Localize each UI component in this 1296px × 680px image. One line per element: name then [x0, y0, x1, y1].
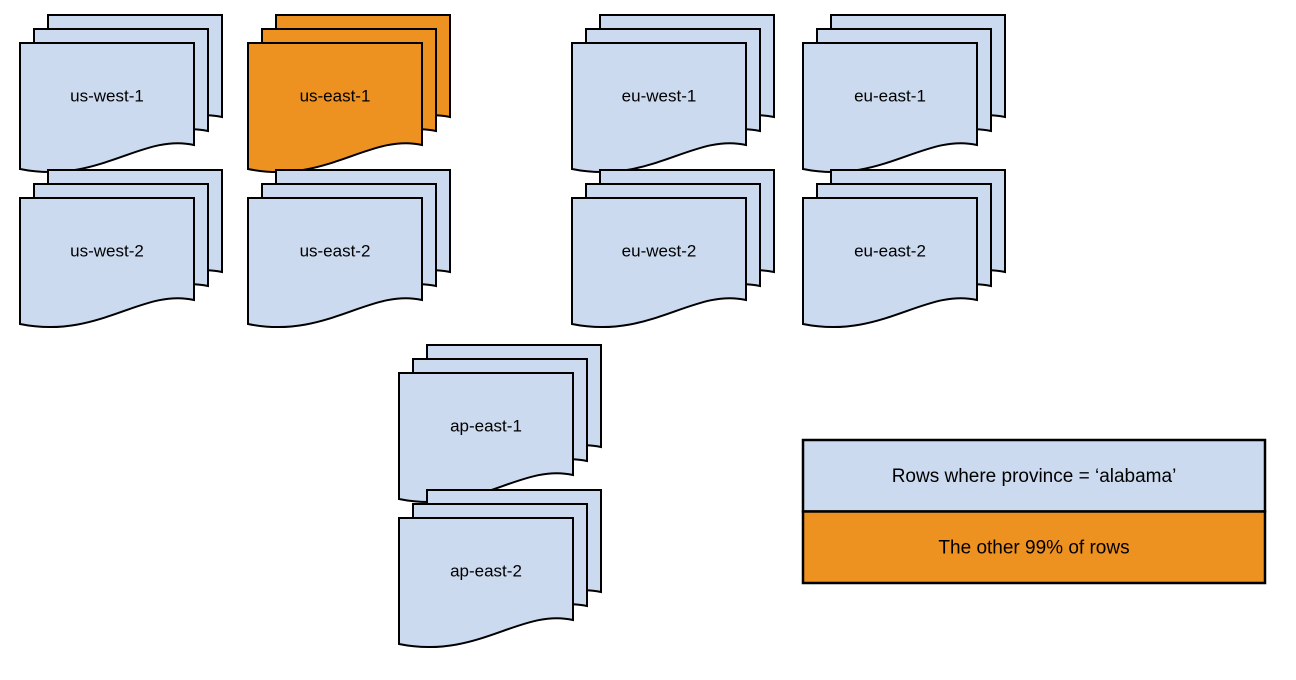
legend-group: Rows where province = ‘alabama’ The other… [801, 438, 1267, 585]
region-label-us-west-2: us-west-2 [70, 241, 144, 260]
legend-swatch-highlight [801, 510, 1267, 585]
region-stack-us-east-1[interactable]: us-east-1 [247, 14, 451, 174]
sheet-front [247, 42, 423, 174]
legend-row-highlight[interactable]: The other 99% of rows [801, 510, 1267, 585]
region-label-eu-west-1: eu-west-1 [622, 86, 697, 105]
legend-row-normal[interactable]: Rows where province = ‘alabama’ [801, 438, 1267, 513]
region-label-us-east-2: us-east-2 [300, 241, 371, 260]
region-stack-eu-west-2[interactable]: eu-west-2 [571, 169, 775, 329]
sheet-front [19, 197, 195, 329]
region-stack-eu-east-1[interactable]: eu-east-1 [802, 14, 1006, 174]
sheet-front [571, 197, 747, 329]
region-stack-us-west-2[interactable]: us-west-2 [19, 169, 223, 329]
region-stack-us-east-2[interactable]: us-east-2 [247, 169, 451, 329]
legend-label-normal: Rows where province = ‘alabama’ [892, 466, 1177, 487]
sheet-front [571, 42, 747, 174]
legend-swatch-normal [801, 438, 1267, 513]
sheet-front [19, 42, 195, 174]
region-label-us-east-1: us-east-1 [300, 86, 371, 105]
sheet-front [802, 197, 978, 329]
region-label-ap-east-1: ap-east-1 [450, 416, 522, 435]
sheet-front [802, 42, 978, 174]
region-stack-eu-west-1[interactable]: eu-west-1 [571, 14, 775, 174]
region-stack-ap-east-2[interactable]: ap-east-2 [398, 489, 602, 649]
region-label-eu-east-1: eu-east-1 [854, 86, 926, 105]
region-stack-us-west-1[interactable]: us-west-1 [19, 14, 223, 174]
sheet-front [247, 197, 423, 329]
region-stack-ap-east-1[interactable]: ap-east-1 [398, 344, 602, 504]
region-stacks-group: us-west-1 us-east-1 eu-west-1 eu-east-1 us-w… [19, 14, 1006, 649]
region-label-us-west-1: us-west-1 [70, 86, 144, 105]
sheet-front [398, 372, 574, 504]
legend-label-highlight: The other 99% of rows [938, 537, 1129, 558]
region-stack-eu-east-2[interactable]: eu-east-2 [802, 169, 1006, 329]
region-label-eu-east-2: eu-east-2 [854, 241, 926, 260]
region-label-ap-east-2: ap-east-2 [450, 561, 522, 580]
sheet-front [398, 517, 574, 649]
region-label-eu-west-2: eu-west-2 [622, 241, 697, 260]
